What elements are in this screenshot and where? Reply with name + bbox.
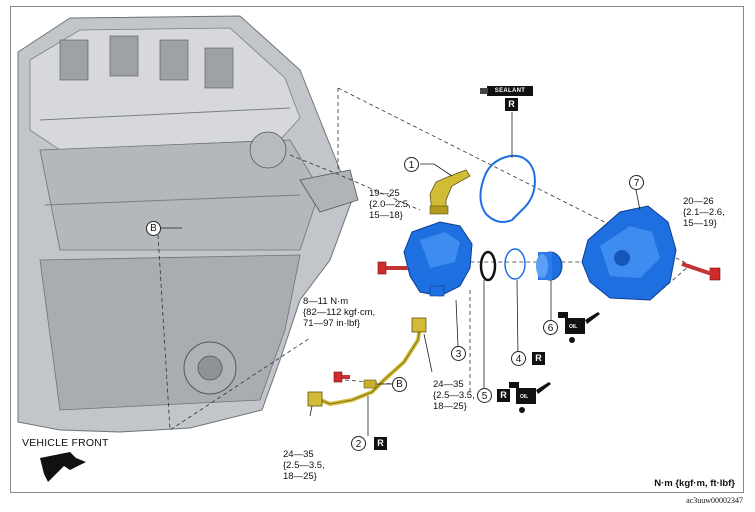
callout-part-6: 6	[543, 320, 558, 335]
callout-part-3: 3	[451, 346, 466, 361]
part-5-o-ring	[479, 250, 497, 282]
replace-badge-pipe: R	[374, 437, 387, 450]
bolt-right	[681, 262, 721, 281]
units-note: N·m {kgf·m, ft·lbf}	[654, 478, 735, 489]
callout-part-5: 5	[477, 388, 492, 403]
callout-b-engine: B	[146, 221, 161, 236]
part-3-housing	[403, 221, 473, 297]
oil-label: OIL	[569, 324, 578, 330]
part-2-oil-pipe	[307, 317, 427, 407]
callout-part-1: 1	[404, 157, 419, 172]
replace-badge-o-ring: R	[497, 389, 510, 402]
replace-badge-ring: R	[532, 352, 545, 365]
oil-can-icon-2	[509, 382, 551, 413]
leader-lines	[160, 112, 641, 436]
part-7-vacuum-pump	[581, 205, 677, 301]
part-1-fitting	[429, 169, 471, 215]
gasket	[479, 154, 536, 223]
vehicle-front-label: VEHICLE FRONT	[22, 437, 109, 449]
torque-pipe-lower: 24—35{2.5—3.5,18—25}	[283, 449, 325, 482]
figure-code: ac3uuw00002347	[686, 496, 743, 505]
oil-can-icon	[558, 312, 600, 343]
part-6-coupling	[536, 251, 563, 281]
vehicle-front-arrow	[40, 452, 86, 482]
engine-block	[17, 15, 359, 433]
replace-badge-gasket: R	[505, 98, 518, 111]
callout-b-pipe: B	[392, 377, 407, 392]
sealant-label: SEALANT	[494, 88, 526, 94]
torque-bolt-right: 20—26{2.1—2.6,15—19}	[683, 196, 725, 229]
torque-pipe-upper: 24—35{2.5—3.5,18—25}	[433, 379, 475, 412]
bolt-small	[333, 371, 350, 383]
torque-bolt-upper-left: 19—25{2.0—2.5,15—18}	[369, 188, 411, 221]
callout-part-4: 4	[511, 351, 526, 366]
callout-part-7: 7	[629, 175, 644, 190]
oil-label-2: OIL	[520, 394, 529, 400]
callout-part-2: 2	[351, 436, 366, 451]
sealant-tube-icon	[480, 86, 533, 96]
torque-bolt-small: 8—11 N·m{82—112 kgf·cm,71—97 in·lbf}	[303, 296, 376, 329]
part-4-ring	[504, 248, 526, 280]
bolt-upper-left	[377, 261, 408, 275]
